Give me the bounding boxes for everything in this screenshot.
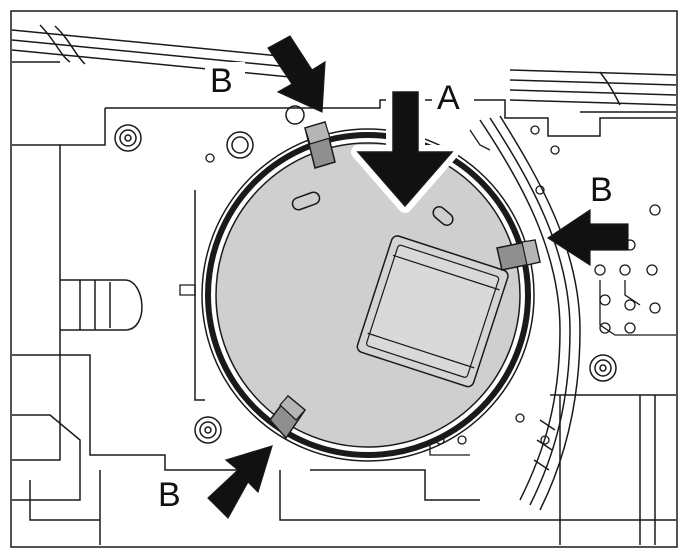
top-right-cable (509, 69, 677, 113)
label-b-bottom-bg (152, 476, 192, 514)
battery-details (291, 191, 454, 226)
arrow-b-top-icon (267, 35, 326, 113)
clip-bottom (269, 394, 307, 440)
side-cable (479, 115, 581, 511)
left-connector (60, 279, 143, 331)
label-a-bg (432, 78, 474, 116)
arrow-b-bottom-icon (207, 445, 273, 519)
label-b-right: B (590, 171, 613, 209)
label-b-bottom: B (158, 476, 181, 514)
label-a: A (437, 79, 460, 117)
label-b-right-bg (585, 170, 625, 208)
retaining-clips (269, 121, 541, 440)
label-b-top: B (210, 62, 233, 100)
circuit-pads (179, 125, 676, 456)
screw-mounts (114, 105, 617, 444)
insulating-pad (356, 235, 509, 388)
clip-top (304, 121, 336, 169)
arrow-a-icon (351, 85, 459, 213)
arrow-b-right-icon (546, 208, 629, 267)
diagram-frame (10, 10, 678, 548)
label-b-top-bg (205, 62, 245, 98)
clip-right (496, 239, 541, 271)
top-left-cable (11, 24, 301, 79)
